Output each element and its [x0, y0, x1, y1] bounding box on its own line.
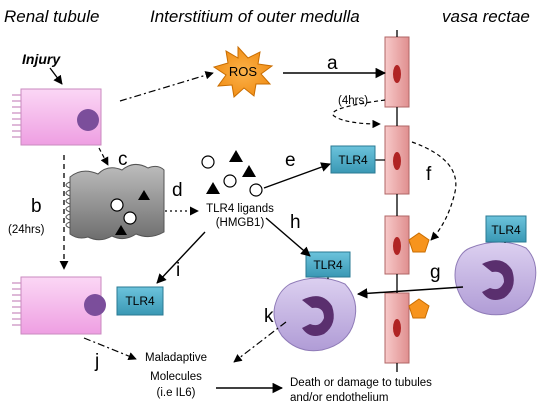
tubule-cell-bottom: [12, 276, 106, 335]
injury-label: Injury: [22, 51, 61, 67]
arrow-i: [156, 231, 206, 284]
step-h: h: [290, 212, 301, 233]
vessel-segment-4: [384, 292, 410, 364]
step-j: j: [94, 351, 99, 372]
tlr4-box-endothelium: [330, 145, 376, 174]
timing-4hrs: (4hrs): [338, 95, 368, 107]
arrow-e: [263, 162, 331, 189]
vessel-segment-3: [384, 215, 410, 275]
adhesion-pentagon-1: [408, 232, 430, 253]
step-k: k: [264, 306, 274, 327]
timing-24hrs: (24hrs): [8, 224, 45, 236]
injury-arrow: [49, 67, 63, 85]
tlr4-label-infiltrating: TLR4: [313, 258, 343, 272]
ligands-label-line2: (HMGB1): [216, 217, 265, 229]
maladaptive-line2: Molecules: [150, 371, 202, 383]
step-e: e: [285, 150, 296, 171]
ros-burst: [212, 45, 274, 98]
ligands-label-line1: TLR4 ligands: [206, 203, 274, 215]
step-c: c: [118, 149, 128, 170]
ligand-cluster: [201, 150, 263, 197]
vessel-segment-1: [384, 36, 410, 108]
vessel-segment-2: [384, 125, 410, 195]
interstitial-cell: [65, 164, 165, 241]
tlr4-box-circulating: [485, 215, 527, 243]
step-g: g: [430, 262, 441, 283]
arrow-4hrs: [332, 99, 386, 129]
adhesion-pentagon-2: [408, 298, 430, 319]
outcome-line1: Death or damage to tubules: [290, 377, 432, 389]
arrow-h: [265, 217, 311, 257]
arrow-tubule-to-ros: [119, 71, 214, 102]
tlr4-label-endothelium: TLR4: [338, 153, 368, 167]
maladaptive-line1: Maladaptive: [145, 352, 207, 364]
header-vasa-rectae: vasa rectae: [442, 7, 530, 26]
step-a: a: [327, 53, 338, 74]
arrow-j: [83, 337, 137, 361]
tlr4-label-tubule: TLR4: [125, 294, 155, 308]
tlr4-label-circulating: TLR4: [491, 223, 521, 237]
tubule-nucleus-bottom: [84, 294, 106, 316]
ros-label: ROS: [229, 64, 258, 79]
arrow-k: [233, 321, 287, 363]
tlr4-box-tubule: [116, 286, 164, 316]
header-interstitium: Interstitium of outer medulla: [150, 7, 360, 26]
maladaptive-line3: (i.e IL6): [157, 387, 196, 399]
step-i: i: [176, 260, 180, 281]
arrow-c: [98, 147, 109, 166]
step-f: f: [426, 164, 432, 185]
step-d: d: [172, 180, 183, 201]
tubule-nucleus-top: [77, 109, 99, 131]
macrophage-infiltrating: [273, 277, 357, 352]
outcome-line2: and/or endothelium: [290, 392, 388, 404]
header-renal-tubule: Renal tubule: [4, 7, 99, 26]
step-b: b: [31, 196, 42, 217]
tubule-cell-top: [12, 88, 102, 146]
arrow-g: [356, 286, 464, 299]
tlr4-box-infiltrating: [305, 251, 351, 278]
arrow-f: [411, 141, 457, 241]
macrophage-circulating: [454, 241, 537, 316]
